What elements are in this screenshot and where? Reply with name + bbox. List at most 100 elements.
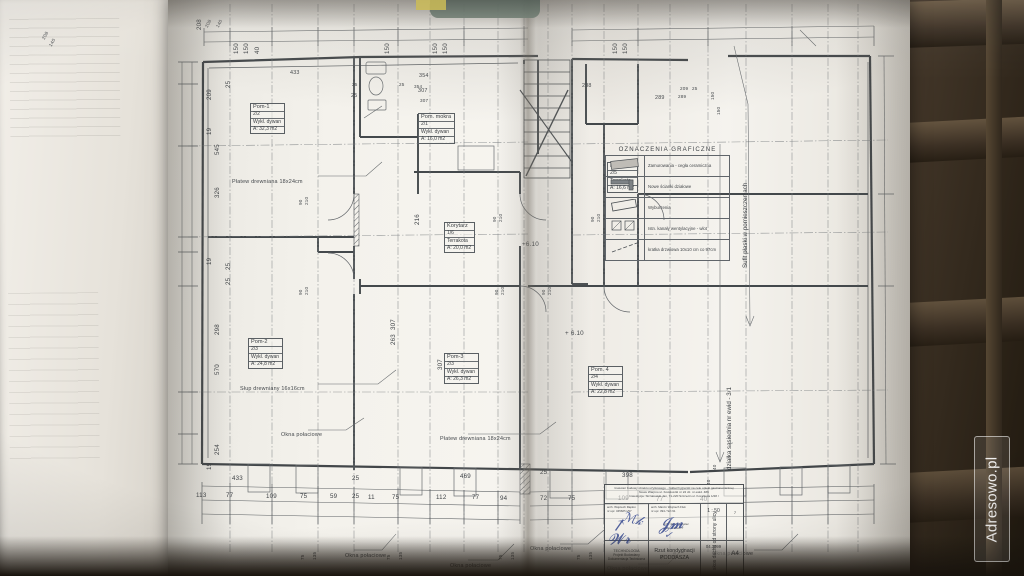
dim-bottom-outer: 25 (352, 475, 360, 482)
third-role: arch. Jacek Jóźwiec (663, 522, 689, 526)
dim-top-vertical: 150 (243, 43, 250, 54)
dim-left-vertical: 25 (225, 80, 232, 88)
dim-mid-vertical: 263 (390, 334, 397, 345)
room-number: 1/6 (445, 231, 475, 239)
room-finish: Wykł. dywan (419, 129, 455, 137)
dim-label: 25 (351, 93, 358, 99)
dim-top-label: 354 (414, 84, 423, 89)
room-finish: Terrakota (445, 238, 475, 246)
dim-top-label: 25 (352, 82, 358, 87)
dim-mid-vertical: 307 (437, 359, 444, 370)
dim-bottom-outer: 398 (622, 472, 633, 479)
room-name: Pom-2 (249, 339, 283, 347)
dim-mid-vertical: 216 (414, 214, 421, 225)
door-width-label: 90 (494, 289, 499, 295)
shelf-plank (900, 116, 1024, 164)
room-number: 2/3 (445, 362, 479, 370)
door-width-label: 90 (298, 199, 303, 205)
book-spine-top (430, 0, 540, 18)
room-name: Korytarz (445, 223, 475, 231)
watermark-badge: Adresowo.pl (974, 436, 1010, 562)
room-name: Pom-1 (251, 104, 285, 112)
door-height-label: 210 (547, 286, 552, 295)
room-area: A: 26,3 m2 (447, 376, 472, 383)
room-finish: Wykł. dywan (249, 354, 283, 362)
legend-row-label: kratka drzwiowa 10x10 cm co 97cm (644, 239, 730, 261)
plan-svg (178, 4, 896, 565)
dim-bottom-chain: 25 (352, 493, 360, 500)
door-height-label: 210 (304, 196, 309, 205)
dim-right-chain: 40 (712, 464, 717, 470)
dim-bottom-chain: 77 (226, 492, 234, 499)
room-area: A: 16,0 m2 (421, 136, 446, 143)
plan-annotation: Płatew drewniana 18x24cm (440, 436, 511, 442)
dim-right-chain: 150 (710, 91, 715, 100)
door-width-label: 90 (590, 216, 595, 222)
dim-bottom-chain: 113 (196, 492, 207, 499)
room-area: A: 22,8 m2 (591, 389, 616, 396)
room-finish: Wykł. dywan (251, 119, 285, 127)
dim-label: 433 (290, 70, 300, 76)
dim-bottom-outer: 433 (232, 475, 243, 482)
shelf-plank (900, 296, 1024, 348)
dim-top-vertical: 150 (432, 43, 439, 54)
right-parcel-note: działka sąsiednia nr ewid - 3/1 (726, 387, 733, 470)
dim-left-vertical: 298 (214, 324, 221, 335)
right-ceiling-note: Sufit płaski w pomieszczeniach (742, 182, 749, 268)
dim-left-vertical: 19 (206, 462, 213, 470)
dim-top-vertical: 150 (442, 43, 449, 54)
legend-symbol-solid-wall-corner (605, 176, 645, 198)
room-number: 2/4 (589, 375, 623, 383)
room-name: Pom. mokra (419, 114, 455, 122)
scale-value: 1 : 50 (707, 508, 720, 514)
legend-row-label: Nowe ścianki działowe (644, 176, 730, 198)
dim-left-vertical: 326 (214, 187, 221, 198)
legend-row: Nowe ścianki działowe (605, 176, 730, 198)
dim-left-vertical: 254 (214, 444, 221, 455)
watermark-text: Adresowo.pl (983, 456, 1001, 542)
dim-left-vertical: 209 (206, 89, 213, 100)
dim-label: 307 (418, 88, 428, 94)
dim-label: 289 (655, 95, 665, 101)
checker-role: arch. Marcin Wojciech Fluk (651, 505, 686, 509)
dim-bottom-chain: 94 (500, 495, 508, 502)
legend-row: Zamurowania - cegła ceramiczna (605, 155, 730, 177)
door-height-label: 210 (304, 286, 309, 295)
dim-label: 354 (419, 73, 429, 79)
dim-left-vertical: 19 (206, 127, 213, 135)
room-area: A: 24,8 m2 (251, 361, 276, 368)
third-reg: nr upr. 91/Sz/77 (663, 526, 684, 530)
dim-bottom-chain: 11 (368, 494, 375, 501)
plan-annotation: Płatew drewniana 18x24cm (232, 179, 303, 185)
left-page-faint-text (9, 17, 121, 139)
dim-left-vertical: 19 (206, 257, 213, 265)
room-finish: Wykł. dywan (445, 369, 479, 377)
door-height-label: 210 (500, 286, 505, 295)
dim-mid-vertical: 307 (390, 319, 397, 330)
shelf-post (986, 0, 1002, 576)
designer-role: arch. Wojciech Rapłon (607, 505, 636, 509)
tb-header-1: Inwestor budowy obiektu użytkowego - zak… (614, 486, 734, 490)
dim-left-vertical: 545 (214, 144, 221, 155)
dim-top-vertical: 40 (254, 46, 261, 54)
dim-bottom-outer: 25 (540, 469, 548, 476)
plan-annotation: Słup drewniany 16x16cm (240, 386, 305, 392)
left-page-faint-text (8, 292, 100, 463)
book-gutter (520, 0, 536, 576)
dim-bottom-chain: 75 (568, 495, 576, 502)
room-area: A: 32,3 m2 (253, 126, 278, 133)
room-number: 2/2 (251, 112, 285, 120)
dim-bottom-chain: 59 (330, 493, 338, 500)
background-bottom-shade (0, 536, 1024, 576)
door-width-label: 90 (541, 289, 546, 295)
dim-left-vertical: 25 (225, 262, 232, 270)
room-number: 2/3 (249, 347, 283, 355)
legend-row: Istn. kanały wentylacyjne - wlot (605, 218, 730, 240)
